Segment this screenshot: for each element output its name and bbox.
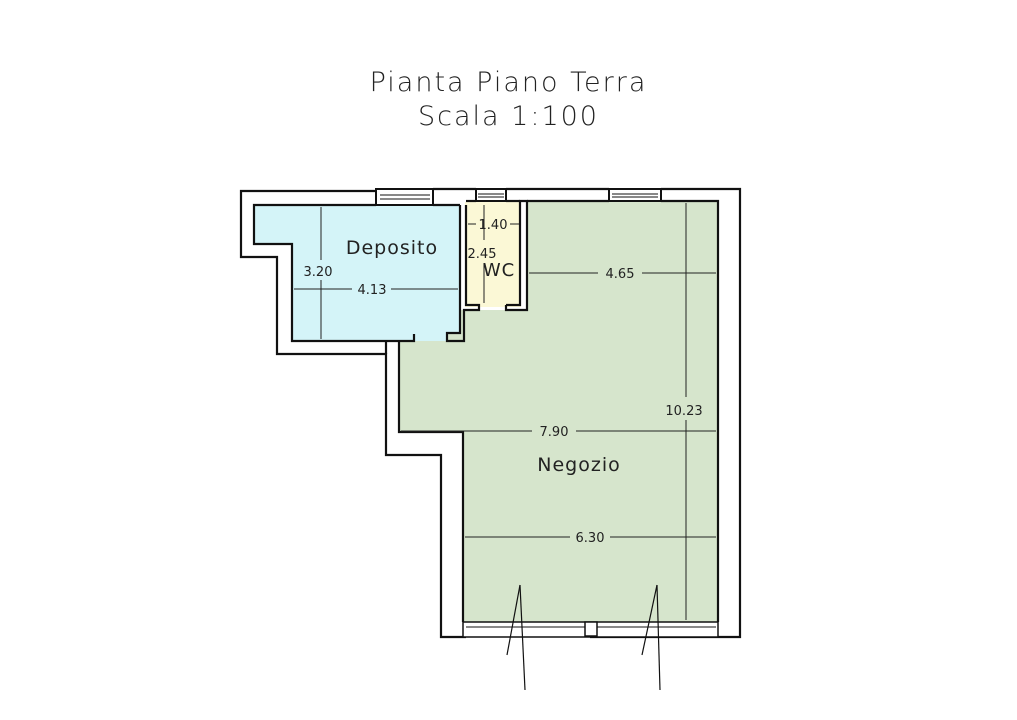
dim-negozio-bottom: 6.30 bbox=[576, 531, 605, 546]
windows bbox=[375, 188, 662, 206]
dim-negozio-mid: 7.90 bbox=[540, 425, 569, 440]
dim-deposito-height: 3.20 bbox=[304, 265, 333, 280]
dim-negozio-height: 10.23 bbox=[665, 404, 702, 419]
shop-front bbox=[462, 584, 719, 691]
plan-title: Pianta Piano Terra Scala 1:100 bbox=[0, 66, 1017, 134]
dimension-lines bbox=[294, 203, 716, 620]
dim-wc-width: 1.40 bbox=[479, 218, 508, 233]
room-deposito bbox=[254, 205, 460, 341]
dim-deposito-width: 4.13 bbox=[358, 283, 387, 298]
room-label-negozio: Negozio bbox=[537, 454, 620, 476]
title-line-1: Pianta Piano Terra bbox=[369, 67, 648, 98]
title-line-2: Scala 1:100 bbox=[418, 101, 599, 132]
dim-negozio-top: 4.65 bbox=[606, 267, 635, 282]
dim-wc-height: 2.45 bbox=[468, 247, 497, 262]
room-negozio bbox=[399, 201, 718, 622]
room-label-deposito: Deposito bbox=[346, 237, 438, 259]
room-wc bbox=[465, 202, 521, 307]
room-label-wc: WC bbox=[483, 260, 515, 281]
